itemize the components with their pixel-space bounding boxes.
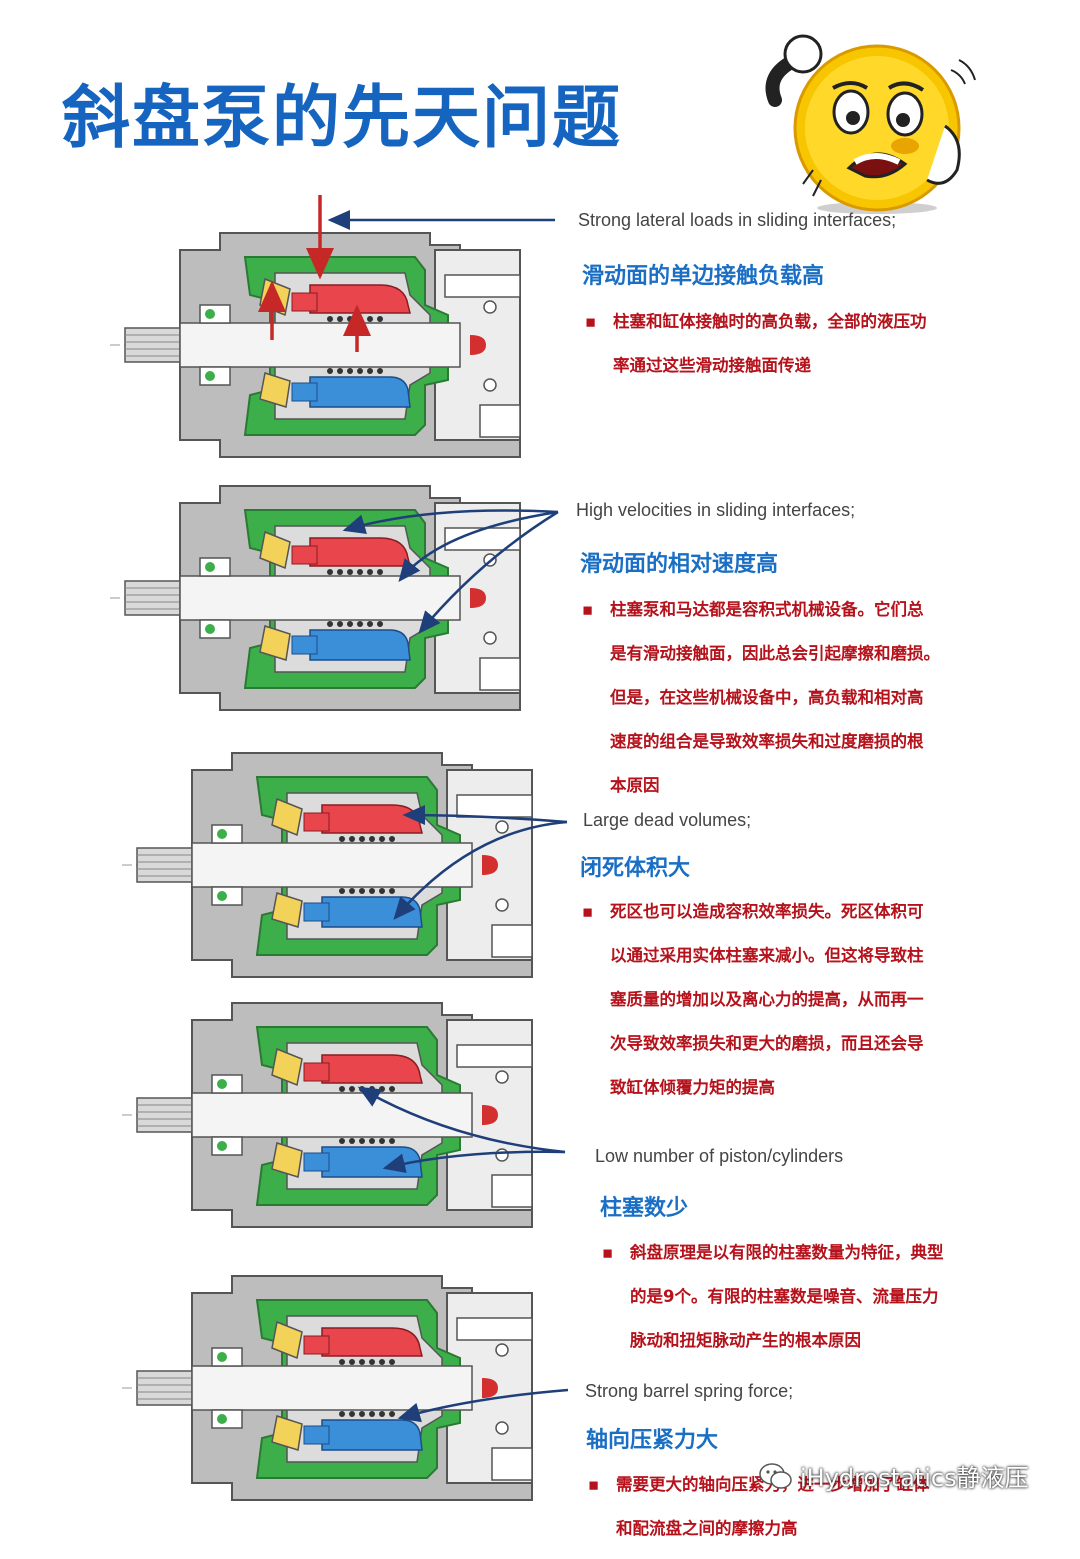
section-3-bullet: ▪ 死区也可以造成容积效率损失。死区体积可 以通过采用实体柱塞来减小。但这将导致… (582, 890, 970, 1110)
section-4-english-caption: Low number of piston/cylinders (595, 1146, 844, 1166)
section-5-bullet: ▪ 需要更大的轴向压紧力，进一步增加了缸体 和配流盘之间的摩擦力高 (588, 1463, 976, 1551)
section-1-english-caption: Strong lateral loads in sliding interfac… (578, 210, 897, 230)
wechat-icon (759, 1463, 792, 1489)
pump-diagram-3 (121, 752, 533, 978)
pump-diagram-1 (109, 232, 521, 458)
section-2-bullet: ▪ 柱塞泵和马达都是容积式机械设备。它们总 是有滑动接触面，因此总会引起摩擦和磨… (582, 588, 970, 808)
bullet-marker: ▪ (602, 1243, 614, 1262)
section-3-bullet-text: 死区也可以造成容积效率损失。死区体积可 以通过采用实体柱塞来减小。但这将导致柱 … (610, 902, 924, 1097)
section-1-bullet: ▪ 柱塞和缸体接触时的高负载，全部的液压功 率通过这些滑动接触面传递 (585, 300, 973, 388)
section-5-english-caption: Strong barrel spring force; (585, 1381, 794, 1401)
pump-diagram-2 (109, 485, 521, 711)
section-5-heading: 轴向压紧力大 (586, 1428, 719, 1453)
section-3-english-caption: Large dead volumes; (583, 810, 752, 830)
section-1-bullet-text: 柱塞和缸体接触时的高负载，全部的液压功 率通过这些滑动接触面传递 (613, 312, 927, 375)
section-4-bullet-text: 斜盘原理是以有限的柱塞数量为特征，典型 的是9个。有限的柱塞数是噪音、流量压力 … (630, 1243, 944, 1350)
pump-diagram-5 (121, 1275, 533, 1501)
section-3-heading: 闭死体积大 (580, 856, 691, 881)
bullet-marker: ▪ (585, 312, 597, 331)
section-2-bullet-text: 柱塞泵和马达都是容积式机械设备。它们总 是有滑动接触面，因此总会引起摩擦和磨损。… (610, 600, 940, 795)
section-4-bullet: ▪ 斜盘原理是以有限的柱塞数量为特征，典型 的是9个。有限的柱塞数是噪音、流量压… (602, 1231, 990, 1363)
bullet-marker: ▪ (582, 902, 594, 921)
pump-diagram-4 (121, 1002, 533, 1228)
section-2-heading: 滑动面的相对速度高 (580, 552, 779, 577)
bullet-marker: ▪ (588, 1475, 600, 1494)
section-1-heading: 滑动面的单边接触负载高 (582, 264, 825, 289)
section-5-bullet-text: 需要更大的轴向压紧力，进一步增加了缸体 和配流盘之间的摩擦力高 (616, 1475, 930, 1538)
worried-emoji-icon (765, 34, 976, 214)
bullet-marker: ▪ (582, 600, 594, 619)
watermark: iHydrostatics静液压 (800, 1464, 1029, 1492)
section-4-heading: 柱塞数少 (600, 1196, 689, 1221)
section-2-english-caption: High velocities in sliding interfaces; (576, 500, 856, 520)
page-title: 斜盘泵的先天问题 (62, 79, 623, 158)
